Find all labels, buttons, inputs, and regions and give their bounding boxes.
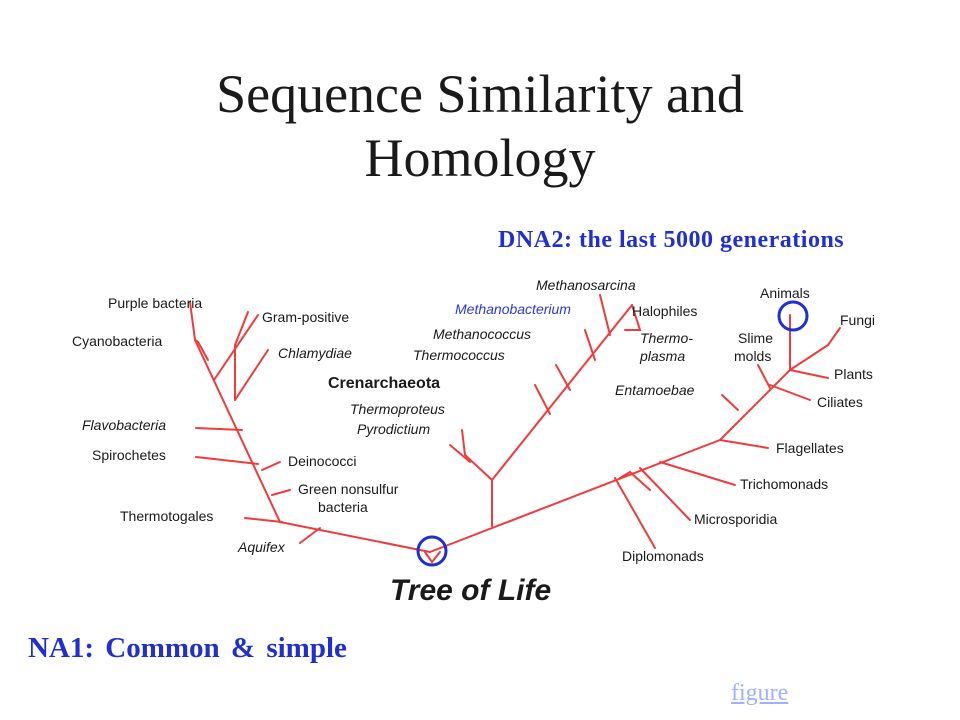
label-thermoplasma-line2: plasma <box>639 348 685 364</box>
label-purple-bacteria: Purple bacteria <box>108 295 202 311</box>
branch-trichomonads <box>659 461 736 486</box>
label-animals: Animals <box>760 285 810 301</box>
branch-methanobacterium <box>584 329 596 361</box>
tree-branches <box>189 294 841 564</box>
branch-gram-positive <box>213 314 259 381</box>
label-deinococci: Deinococci <box>288 453 356 469</box>
branch-flagellates <box>719 439 769 449</box>
label-ciliates: Ciliates <box>817 394 863 410</box>
figure-link[interactable]: figure <box>731 680 789 706</box>
branch-deinococci <box>261 461 281 471</box>
branch-methanococcus <box>555 364 571 391</box>
branch-fungi <box>789 327 841 371</box>
label-gram-positive: Gram-positive <box>262 309 349 325</box>
label-plants: Plants <box>834 366 873 382</box>
branch-plants <box>789 369 829 379</box>
branch-eukarya-node <box>619 470 651 491</box>
branch-green-nonsulfur <box>271 489 291 496</box>
label-slime-molds-line2: molds <box>734 348 771 364</box>
label-microsporidia: Microsporidia <box>694 511 777 527</box>
label-trichomonads: Trichomonads <box>740 476 828 492</box>
label-flagellates: Flagellates <box>776 440 844 456</box>
label-aquifex: Aquifex <box>237 539 286 555</box>
branch-thermotogales <box>244 517 283 523</box>
branch-root <box>424 551 441 564</box>
label-entamoebae: Entamoebae <box>615 382 695 398</box>
label-green-nonsulfur-line2: bacteria <box>318 499 368 515</box>
branch-aquifex <box>299 527 321 544</box>
label-thermoplasma-line1: Thermo- <box>640 330 693 346</box>
label-chlamydiae: Chlamydiae <box>278 345 352 361</box>
branch-slime-molds <box>757 364 771 389</box>
branch-gram-split <box>234 311 249 401</box>
label-fungi: Fungi <box>840 312 875 328</box>
label-pyrodictium: Pyrodictium <box>357 421 430 437</box>
branch-flavobacteria <box>195 427 243 431</box>
label-flavobacteria: Flavobacteria <box>82 417 166 433</box>
na1-annotation: NA1: Common & simple <box>28 632 347 664</box>
label-methanosarcina: Methanosarcina <box>536 277 636 293</box>
branch-purple-bacteria <box>189 301 196 341</box>
branch-spirochetes <box>195 456 259 465</box>
dna2-annotation: DNA2: the last 5000 generations <box>498 227 845 253</box>
label-slime-molds-line1: Slime <box>738 330 773 346</box>
branch-diplomonads <box>614 477 656 549</box>
branch-halophiles-thermoplasma <box>624 304 642 331</box>
label-thermotogales: Thermotogales <box>120 508 213 524</box>
label-spirochetes: Spirochetes <box>92 447 166 463</box>
label-thermococcus: Thermococcus <box>413 347 505 363</box>
branch-methanosarcina <box>599 294 611 336</box>
label-cyanobacteria: Cyanobacteria <box>72 333 162 349</box>
branch-chlamydiae <box>234 349 269 401</box>
label-diplomonads: Diplomonads <box>622 548 704 564</box>
tree-labels: Purple bacteria Cyanobacteria Gram-posit… <box>72 277 875 607</box>
branch-cyanobacteria <box>194 339 209 361</box>
tree-caption: Tree of Life <box>390 574 551 607</box>
animals-marker-circle <box>777 300 809 332</box>
branch-eukarya-trunk <box>429 439 721 553</box>
label-green-nonsulfur-line1: Green nonsulfur <box>298 481 399 497</box>
branch-microsporidia <box>639 467 691 521</box>
label-thermoproteus: Thermoproteus <box>350 401 445 417</box>
root-marker-circle <box>416 535 448 567</box>
label-crenarchaeota: Crenarchaeota <box>328 375 440 392</box>
label-methanococcus: Methanococcus <box>433 326 531 342</box>
branch-bacteria-base <box>279 521 431 553</box>
label-halophiles: Halophiles <box>632 303 697 319</box>
branch-crenarchaeota <box>461 429 493 481</box>
branch-thermoproteus <box>449 444 471 463</box>
branch-bacteria-spine <box>194 339 281 523</box>
branch-thermococcus <box>534 384 551 415</box>
label-methanobacterium: Methanobacterium <box>455 301 571 317</box>
branch-entamoebae <box>721 394 739 411</box>
branch-ciliates <box>769 384 811 401</box>
branch-euryarchaeota <box>491 304 633 481</box>
